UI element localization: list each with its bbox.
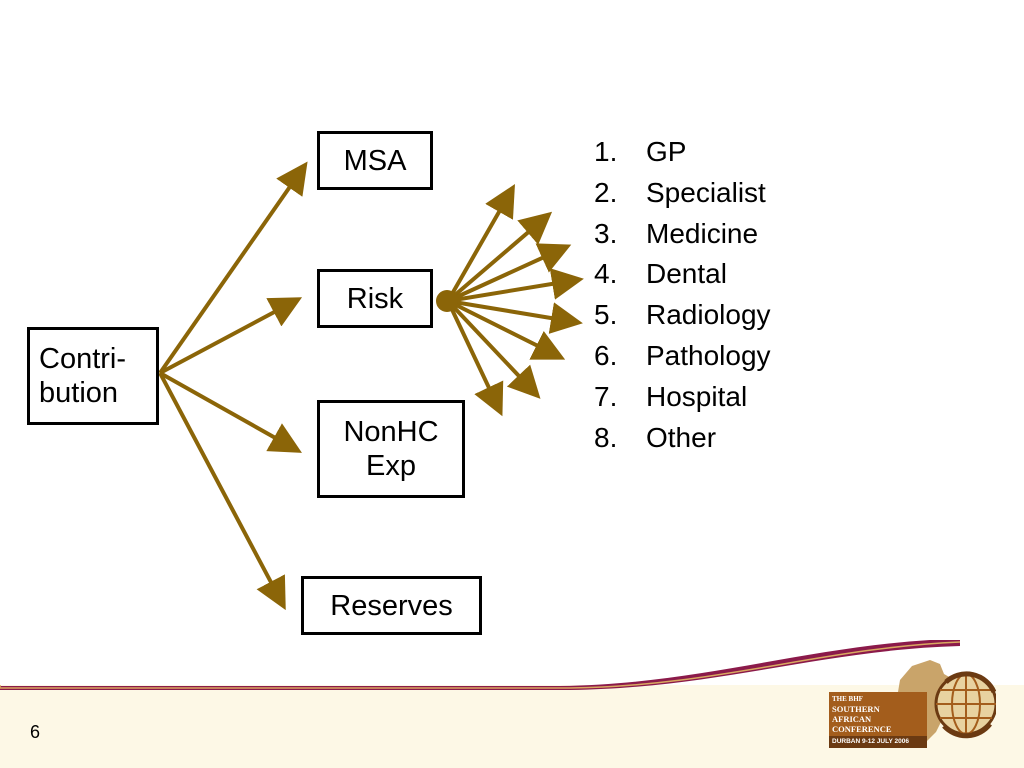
arrow-risk-dental — [447, 268, 584, 303]
conference-logo-text: THE BHF SOUTHERN AFRICAN CONFERENCE DURB… — [829, 692, 927, 748]
arrow-risk-pathology — [447, 299, 566, 360]
nonhc-label-line2: Exp — [366, 450, 416, 482]
msa-label: MSA — [343, 144, 407, 177]
arrow-risk-hospital — [446, 299, 541, 399]
nonhc-label-line1: NonHC — [343, 416, 439, 448]
arrow-risk-gp — [446, 184, 515, 302]
page-number: 6 — [30, 722, 41, 742]
africa-map-icon — [898, 660, 958, 742]
logo-line5: DURBAN 9-12 JULY 2006 — [829, 736, 927, 748]
arrow-contribution-risk — [159, 297, 303, 375]
category-item: 1.GP — [594, 132, 771, 173]
reserves-box: Reserves — [301, 576, 482, 635]
category-item: 6.Pathology — [594, 336, 771, 377]
arrow-contribution-reserves — [158, 372, 286, 611]
logo-line1: THE BHF — [832, 695, 863, 703]
logo-line3: AFRICAN — [832, 714, 872, 724]
category-label: Specialist — [646, 176, 766, 208]
category-label: Dental — [646, 258, 727, 290]
contribution-label-line2: bution — [39, 377, 119, 409]
category-label: Hospital — [646, 380, 748, 412]
footer-wave — [0, 640, 960, 690]
risk-category-list: 1.GP 2.Specialist 3.Medicine 4.Dental 5.… — [594, 132, 771, 458]
contribution-box: Contri- bution — [27, 327, 159, 425]
footer-wave-tan — [0, 641, 961, 689]
conference-logo-emblem — [898, 660, 996, 742]
msa-box: MSA — [317, 131, 433, 190]
risk-branch-node — [436, 290, 458, 312]
contribution-label-line1: Contri- — [39, 343, 127, 375]
category-item: 4.Dental — [594, 254, 771, 295]
category-item: 8.Other — [594, 418, 771, 459]
category-label: Other — [646, 421, 717, 453]
arrow-risk-radiology — [447, 299, 583, 334]
logo-line4: CONFERENCE — [832, 724, 892, 734]
category-label: Pathology — [646, 339, 771, 371]
category-item: 5.Radiology — [594, 295, 771, 336]
risk-box: Risk — [317, 269, 433, 328]
reserves-label: Reserves — [330, 589, 453, 622]
nonhc-exp-box: NonHC Exp — [317, 400, 465, 498]
category-label: Radiology — [646, 299, 771, 331]
category-label: Medicine — [646, 217, 759, 249]
arrow-contribution-nonhc — [159, 371, 302, 453]
category-item: 3.Medicine — [594, 214, 771, 255]
arrow-risk-other — [446, 300, 504, 417]
logo-line2: SOUTHERN — [832, 704, 880, 714]
category-label: GP — [646, 136, 687, 167]
category-item: 2.Specialist — [594, 173, 771, 214]
arrow-risk-specialist — [446, 211, 553, 303]
arrow-contribution-msa — [158, 161, 308, 375]
arrow-risk-medicine — [447, 243, 572, 303]
category-item: 7.Hospital — [594, 377, 771, 418]
risk-label: Risk — [346, 282, 404, 315]
